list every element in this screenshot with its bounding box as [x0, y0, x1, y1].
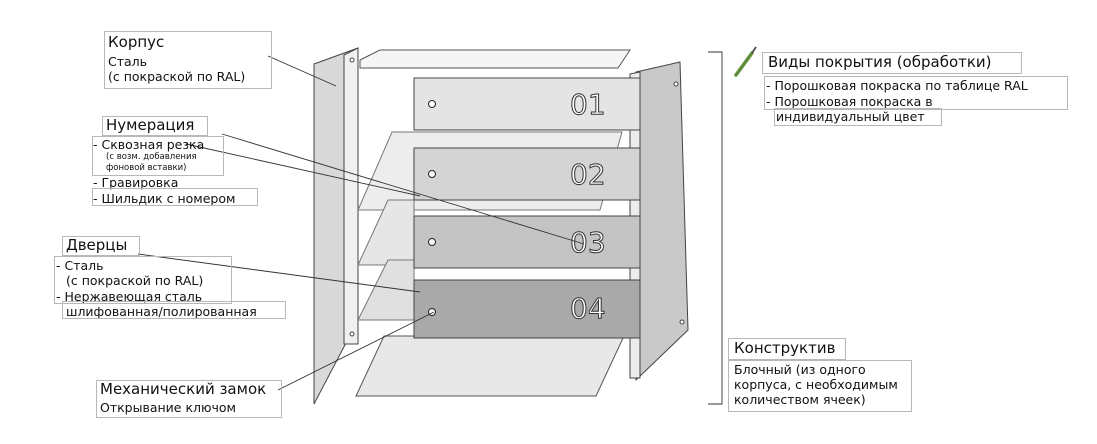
numeration-item-1: - Сквозная резка: [93, 137, 205, 152]
korpus-line-1: Сталь: [108, 54, 148, 69]
construct-line-3: количеством ячеек): [734, 392, 866, 407]
doors-item-1: - Сталь: [56, 258, 104, 273]
top-frame: [359, 49, 631, 69]
numeration-items-box: [92, 136, 224, 176]
construct-line-2: корпуса, с необходимым: [734, 377, 898, 392]
doors-item-4: шлифованная/полированная: [66, 304, 257, 319]
leader-lock: [277, 311, 435, 391]
korpus-title: Корпус: [108, 33, 165, 51]
numeration-title: Нумерация: [106, 116, 195, 134]
door-04: [413, 279, 641, 339]
leader-korpus: [267, 55, 337, 87]
doors-item-3: - Нержавеющая сталь: [56, 289, 203, 304]
bracket-right: [708, 51, 723, 405]
coating-title-box: [762, 52, 1022, 74]
doors-title-box: [62, 236, 140, 256]
door-number-01: 01: [570, 88, 606, 121]
lock-title: Механический замок: [100, 380, 267, 398]
left-side-flange: [343, 47, 359, 345]
doors-steel-box: [62, 301, 286, 319]
lock-01: [428, 100, 436, 108]
coating-item-1: - Порошковая покраска по таблице RAL: [766, 78, 1028, 93]
right-side-wall: [635, 61, 689, 382]
door-number-02: 02: [570, 158, 606, 191]
numeration-item-5: - Шильдик с номером: [93, 191, 236, 206]
numeration-plate-box: [92, 188, 258, 206]
lock-03: [428, 238, 436, 246]
coating-color-box: [774, 108, 942, 126]
korpus-line-2: (с покраской по RAL): [108, 69, 246, 84]
korpus-box: [104, 31, 272, 89]
lock-02: [428, 170, 436, 178]
leader-numeration: [221, 133, 585, 245]
leader-numeration-2: [185, 143, 421, 197]
construct-title-box: [728, 338, 846, 360]
coating-item-2: - Порошковая покраска в: [766, 94, 933, 109]
door-number-04: 04: [570, 292, 606, 325]
doors-items-box: [54, 256, 232, 304]
door-01: [413, 77, 641, 131]
coating-title: Виды покрытия (обработки): [768, 53, 992, 71]
brush-icon: [734, 46, 757, 77]
construct-line-1: Блочный (из одного: [734, 362, 866, 377]
construct-desc-box: [728, 360, 912, 412]
door-03: [413, 215, 641, 269]
lock-box: [96, 380, 282, 418]
construct-title: Конструктив: [734, 339, 836, 357]
numeration-item-4: - Гравировка: [93, 175, 179, 190]
coating-item-3: индивидуальный цвет: [776, 109, 925, 124]
numeration-item-2: (с возм. добавления: [106, 152, 197, 162]
numeration-item-3: фоновой вставки): [106, 163, 187, 173]
doors-title: Дверцы: [66, 236, 128, 254]
bottom-open-flap: [355, 335, 625, 397]
coating-items-box: [764, 76, 1068, 110]
door-number-03: 03: [570, 226, 606, 259]
leader-doors: [137, 253, 421, 293]
door-02: [413, 147, 641, 201]
lock-desc: Открывание ключом: [100, 400, 236, 415]
numeration-title-box: [102, 116, 208, 136]
doors-item-2: (с покраской по RAL): [66, 273, 204, 288]
